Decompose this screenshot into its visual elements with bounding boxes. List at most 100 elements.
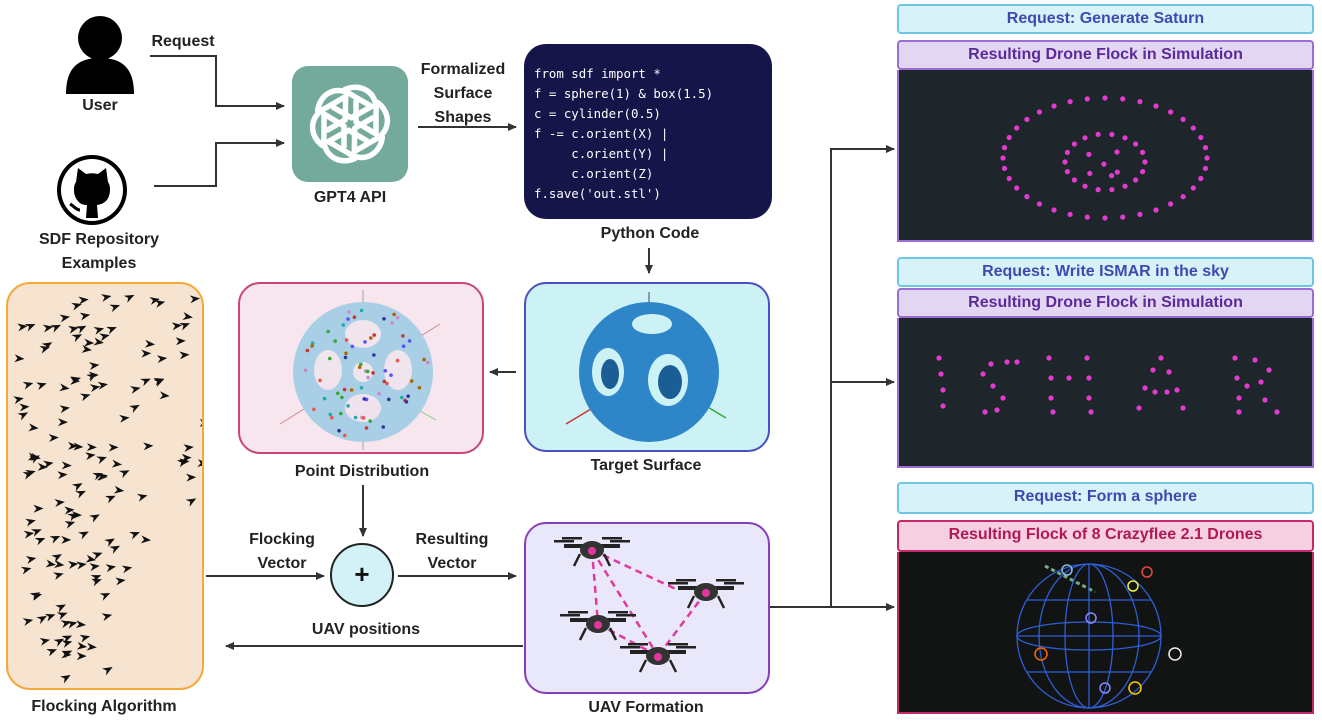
sample-point (362, 397, 367, 401)
boid-marker (108, 443, 119, 452)
boid-marker (153, 377, 165, 386)
boid-marker (76, 652, 87, 661)
drone-point (1102, 95, 1108, 101)
sample-point (381, 425, 385, 429)
boid-marker (30, 529, 42, 537)
drone-point (1266, 367, 1272, 373)
boid-marker (123, 294, 135, 303)
drone-point (1036, 109, 1042, 115)
drone-point (1142, 159, 1148, 165)
drone-point (1024, 116, 1030, 122)
drone-point (1006, 134, 1012, 141)
boid-marker (59, 314, 71, 323)
boid-marker (61, 461, 72, 470)
boid-marker (189, 295, 201, 304)
sample-point (341, 323, 346, 327)
drone-point (1274, 409, 1280, 415)
drone-point (1120, 214, 1126, 220)
sample-point (359, 386, 364, 390)
boid-marker (23, 530, 35, 539)
boid-marker (154, 300, 166, 308)
boid-marker (33, 504, 44, 513)
sample-point (385, 381, 389, 386)
boid-marker (89, 514, 100, 523)
sample-point (401, 344, 406, 348)
boid-marker (64, 521, 76, 529)
drone-point (1190, 125, 1196, 131)
boid-marker (31, 593, 43, 601)
boid-marker (140, 378, 151, 387)
drone-point (1137, 211, 1143, 217)
drone-point (1051, 207, 1057, 213)
resulting-vector-label: Resulting Vector (415, 531, 489, 572)
drone-point (990, 383, 996, 389)
boid-marker (86, 373, 97, 382)
drone-point (1166, 369, 1172, 375)
drone-point (1014, 125, 1020, 131)
sample-point (346, 317, 350, 321)
boid-marker (71, 483, 83, 492)
point-distribution-label: Point Distribution (294, 463, 430, 480)
drone-point (1180, 194, 1186, 200)
sample-point (346, 404, 350, 408)
boid-marker (20, 566, 32, 575)
flocking-algorithm-box (6, 282, 204, 690)
code-line: c = cylinder(0.5) (534, 106, 661, 121)
sample-point (372, 333, 376, 337)
boid-marker (25, 469, 36, 478)
boid-marker (83, 338, 95, 347)
boid-marker (68, 325, 79, 334)
sample-point (406, 394, 410, 398)
drone-point (1152, 389, 1158, 395)
drone-point (1109, 173, 1115, 179)
point-distribution-sphere (279, 290, 441, 450)
drone-point (1048, 395, 1054, 401)
drone-point (1086, 375, 1092, 381)
user-label: User (82, 97, 118, 114)
sample-point (342, 387, 347, 392)
boid-marker (143, 442, 154, 451)
drone-point (1001, 165, 1008, 171)
boid-marker (115, 577, 126, 586)
gpt4-logo-box (292, 66, 408, 182)
sample-point (371, 371, 375, 375)
boid-marker (93, 327, 105, 335)
request-label: Request (151, 33, 215, 50)
drone-point (1048, 375, 1054, 381)
boid-marker (89, 563, 100, 572)
drone-icon (554, 537, 630, 567)
code-line: c.orient(Y) | (534, 146, 669, 161)
code-line: c.orient(Z) (534, 166, 654, 181)
drone-point (938, 371, 944, 377)
drone-point (1158, 355, 1164, 361)
boid-marker (179, 351, 190, 360)
sample-point (359, 308, 364, 313)
sample-point (382, 317, 386, 321)
drone-point (1142, 385, 1148, 391)
boid-marker (78, 531, 89, 540)
drone-point (1014, 359, 1020, 365)
drone-point (1137, 99, 1143, 105)
boid-marker (24, 323, 36, 332)
boid-marker (61, 535, 72, 544)
drone-point (1198, 175, 1204, 182)
sample-point (359, 362, 363, 367)
drone-point (1244, 383, 1250, 389)
boid-marker (53, 638, 65, 647)
drone-point (1140, 149, 1146, 155)
boid-marker (79, 393, 91, 402)
drone-icon (620, 643, 696, 673)
drone-point (1122, 183, 1128, 189)
boid-marker (14, 354, 25, 363)
boid-marker (67, 513, 78, 522)
sample-point (322, 396, 327, 401)
sample-point (310, 344, 314, 348)
uav-formation-graphic (554, 537, 744, 673)
panel-3-request: Request: Form a sphere (897, 482, 1314, 514)
boid-marker (93, 337, 104, 346)
drone-point (1153, 103, 1159, 109)
boid-marker (70, 376, 81, 385)
sample-point (365, 369, 370, 374)
boid-marker (144, 339, 156, 348)
boid-marker (76, 561, 87, 570)
